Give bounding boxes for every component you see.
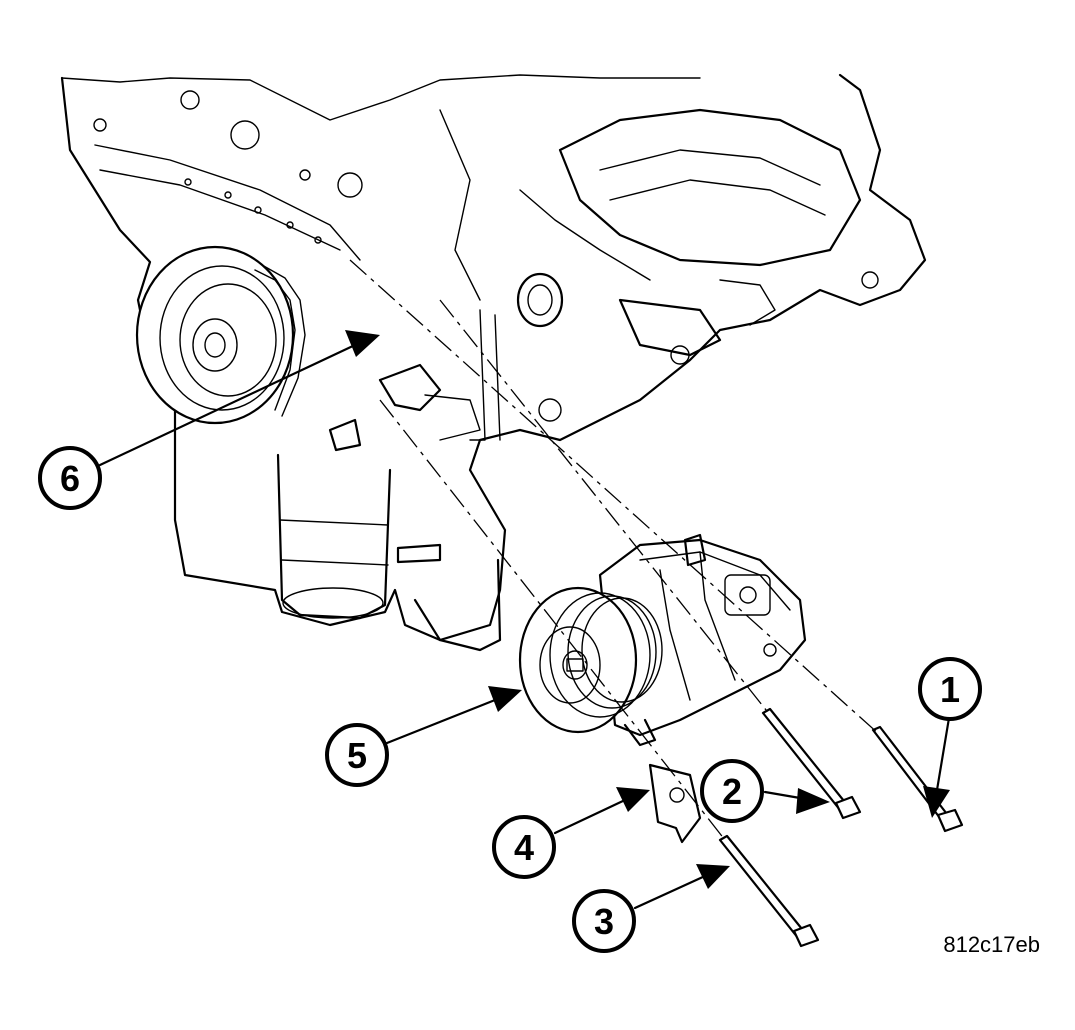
callout-2-label: 2 — [722, 771, 742, 812]
figure-id: 812c17eb — [943, 932, 1040, 957]
mounting-bolt-middle — [761, 707, 862, 820]
arrowhead-5 — [488, 686, 522, 712]
arrowhead-6 — [345, 330, 380, 357]
callout-2: 2 — [700, 759, 764, 823]
mounting-bolt-lower — [718, 834, 820, 948]
compressor-bracket — [648, 763, 702, 844]
arrowhead-3 — [696, 864, 730, 889]
ac-compressor — [518, 533, 807, 747]
callout-3-label: 3 — [594, 901, 614, 942]
mounting-bolt-long — [871, 725, 964, 833]
callout-4: 4 — [492, 815, 556, 879]
callout-4-label: 4 — [514, 827, 534, 868]
callout-6-label: 6 — [60, 458, 80, 499]
arrowhead-2 — [796, 788, 830, 814]
engine-assembly — [60, 73, 927, 652]
callout-5: 5 — [325, 723, 389, 787]
callout-3: 3 — [572, 889, 636, 953]
alignment-lines — [349, 259, 881, 841]
callout-1: 1 — [918, 657, 982, 721]
callout-5-label: 5 — [347, 735, 367, 776]
callout-1-label: 1 — [940, 669, 960, 710]
leader-arrows — [98, 330, 952, 910]
callout-6: 6 — [38, 446, 102, 510]
arrowhead-4 — [616, 787, 650, 812]
arrowhead-1 — [923, 786, 950, 818]
